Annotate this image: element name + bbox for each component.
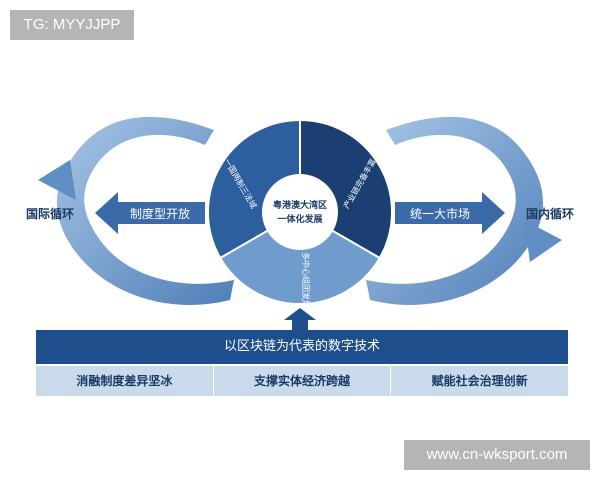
bottom-bar-title: 以区块链为代表的数字技术	[36, 330, 568, 364]
left-outer-label: 国际循环	[26, 207, 75, 221]
bottom-item: 赋能社会治理创新	[391, 366, 569, 396]
segment-bottom	[218, 210, 382, 305]
left-arrow	[95, 192, 205, 234]
bottom-watermark: www.cn-wksport.com	[404, 440, 590, 470]
center-circle	[262, 174, 338, 250]
right-arrow-label: 统一大市场	[410, 206, 470, 221]
up-arrow	[284, 308, 316, 330]
center-label-line2: 一体化发展	[277, 213, 322, 225]
segment-bottom-label: 多中心组团发展	[301, 252, 311, 308]
left-arrow-label: 制度型开放	[130, 206, 190, 221]
top-watermark-tag: TG: MYYJJPP	[10, 10, 134, 40]
right-arrow	[395, 192, 505, 234]
right-loop-arrow	[366, 116, 543, 305]
left-loop-arrowhead	[38, 160, 76, 200]
bottom-item: 消融制度差异坚冰	[36, 366, 214, 396]
bottom-items-row: 消融制度差异坚冰 支撑实体经济跨越 赋能社会治理创新	[36, 366, 569, 396]
right-outer-label: 国内循环	[526, 207, 575, 221]
left-loop-arrow	[57, 116, 234, 305]
bottom-item: 支撑实体经济跨越	[213, 366, 392, 396]
center-label-line1: 粤港澳大湾区	[273, 199, 327, 211]
right-loop-arrowhead	[524, 220, 562, 262]
